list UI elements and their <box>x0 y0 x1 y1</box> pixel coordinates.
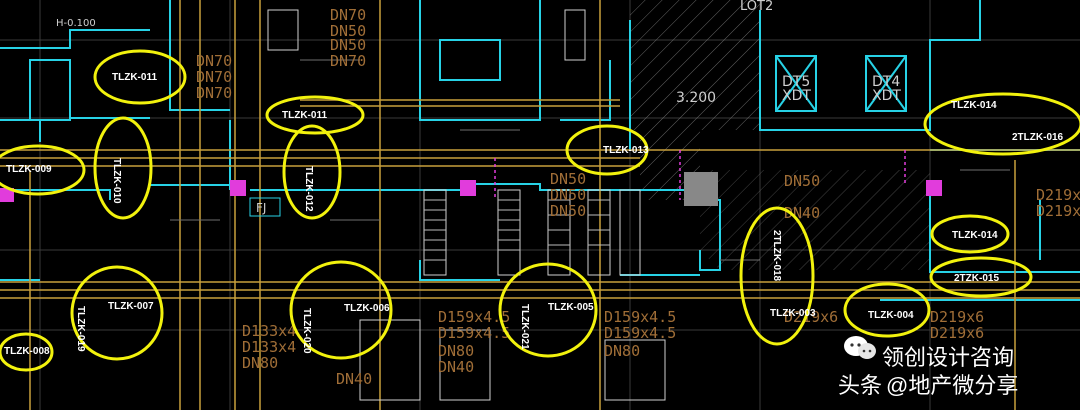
stair-treads <box>424 199 610 261</box>
dim-label: DN50 <box>784 172 820 190</box>
ellipse-tlzk-008 <box>0 332 54 372</box>
dim-label: DN80 <box>438 342 474 360</box>
dim-label: DN50 <box>550 186 586 204</box>
tag-label: TLZK-011 <box>112 72 157 83</box>
elevator-sub-label: XDT <box>782 88 811 104</box>
shaft-block <box>684 172 718 206</box>
dim-label: D133x4 <box>242 322 296 340</box>
tag-label: TLZK-007 <box>108 301 154 312</box>
dim-label: DN80 <box>242 354 278 372</box>
ellipse-tlzk-013 <box>565 124 649 176</box>
dim-label: DN40 <box>336 370 372 388</box>
dim-label: D219x6 <box>930 308 984 326</box>
tag-label: TLZK-009 <box>6 164 52 175</box>
dim-label: DN50 <box>330 22 366 40</box>
lot-label: LOT2 <box>740 0 773 14</box>
tag-label: TLZK-003 <box>770 308 816 319</box>
dim-label: D219x6 <box>784 308 838 326</box>
dim-label: DN70 <box>196 84 232 102</box>
dim-label: D159x4.5 <box>604 324 676 342</box>
dim-label: DN40 <box>784 204 820 222</box>
ellipse-2tlzk-018 <box>739 206 815 346</box>
dim-label: D159x4.5 <box>604 308 676 326</box>
elevator-label: DT5 <box>782 74 810 90</box>
equipment <box>267 9 666 401</box>
tag-label: TLZK-010 <box>111 158 122 204</box>
dim-label: DN70 <box>330 52 366 70</box>
highlight-ellipses <box>0 49 1080 372</box>
dim-label: DN50 <box>550 170 586 188</box>
tag-label: TLZK-020 <box>301 308 312 354</box>
tag-label: TLZK-014 <box>951 100 997 111</box>
dim-label: DN70 <box>196 68 232 86</box>
ellipse-tlzk-010 <box>93 116 153 220</box>
watermark-brand: 领创设计咨询 <box>882 345 1015 370</box>
annotation-dashes <box>170 59 1010 261</box>
ellipse-tlzk-004 <box>843 282 931 338</box>
tag-label: TLZK-004 <box>868 310 914 321</box>
dim-label: DN50 <box>550 202 586 220</box>
watermark-source-handle: @地产微分享 <box>886 373 1019 398</box>
elevator-label: DT4 <box>872 74 900 90</box>
dim-label: DN70 <box>330 6 366 24</box>
ellipse-tlzk-011-b <box>265 95 365 135</box>
dim-label: D159x4.5 <box>438 308 510 326</box>
dim-label: DN80 <box>604 342 640 360</box>
elevator-sub-label: XDT <box>872 88 901 104</box>
ellipse-tlzk-009 <box>0 144 86 196</box>
tag-label: TLZK-021 <box>519 304 530 350</box>
tag-label: 2TLZK-018 <box>771 230 782 282</box>
dimension-labels: DN70 DN70 DN70 DN70 DN50 DN70 DN50 DN50 … <box>196 6 1080 388</box>
tag-label: TLZK-008 <box>4 346 50 357</box>
tag-label: TLZK-005 <box>548 302 594 313</box>
dim-label: DN40 <box>438 358 474 376</box>
dim-label: D219x <box>1036 202 1080 220</box>
watermark-source-prefix: 头条 <box>838 373 883 398</box>
tag-label: TLZK-014 <box>952 230 998 241</box>
fj-label: FJ <box>256 201 266 215</box>
tag-label: TLZK-013 <box>603 145 649 156</box>
dim-label: D133x4 <box>242 338 296 356</box>
dim-label: DN50 <box>330 36 366 54</box>
markers: LOT2 DT5 XDT DT4 XDT H-0.100 3.200 FJ <box>56 0 901 215</box>
ellipse-tlzk-014-a <box>923 92 1080 156</box>
dim-label: DN70 <box>196 52 232 70</box>
dim-label: D219x6 <box>930 324 984 342</box>
fj-box <box>249 197 281 217</box>
ellipse-tlzk-007 <box>70 265 164 361</box>
ellipse-2tzk-015 <box>929 256 1033 298</box>
elevation-label: H-0.100 <box>56 18 96 29</box>
ellipse-tlzk-012 <box>282 124 342 220</box>
tag-label: TLZK-011 <box>282 110 327 121</box>
tag-labels: TLZK-011 TLZK-011 TLZK-009 TLZK-010 TLZK… <box>4 72 1064 357</box>
fittings <box>0 180 942 202</box>
ellipse-tlzk-011-a <box>93 49 187 105</box>
tag-label: 2TLZK-016 <box>1012 132 1064 143</box>
ellipse-tlzk-005 <box>498 262 598 358</box>
ellipse-tlzk-014-b <box>930 214 1010 254</box>
tag-label: TLZK-006 <box>344 303 390 314</box>
tag-label: 2TZK-015 <box>954 273 999 284</box>
ellipse-tlzk-006 <box>289 260 393 360</box>
watermark-logo-icon <box>843 334 877 362</box>
tag-label: TLZK-012 <box>303 166 314 212</box>
level-label: 3.200 <box>676 90 716 106</box>
tag-label: TLZK-019 <box>75 306 86 352</box>
dim-label: D159x4.5 <box>438 324 510 342</box>
dim-label: D219x6 <box>1036 186 1080 204</box>
